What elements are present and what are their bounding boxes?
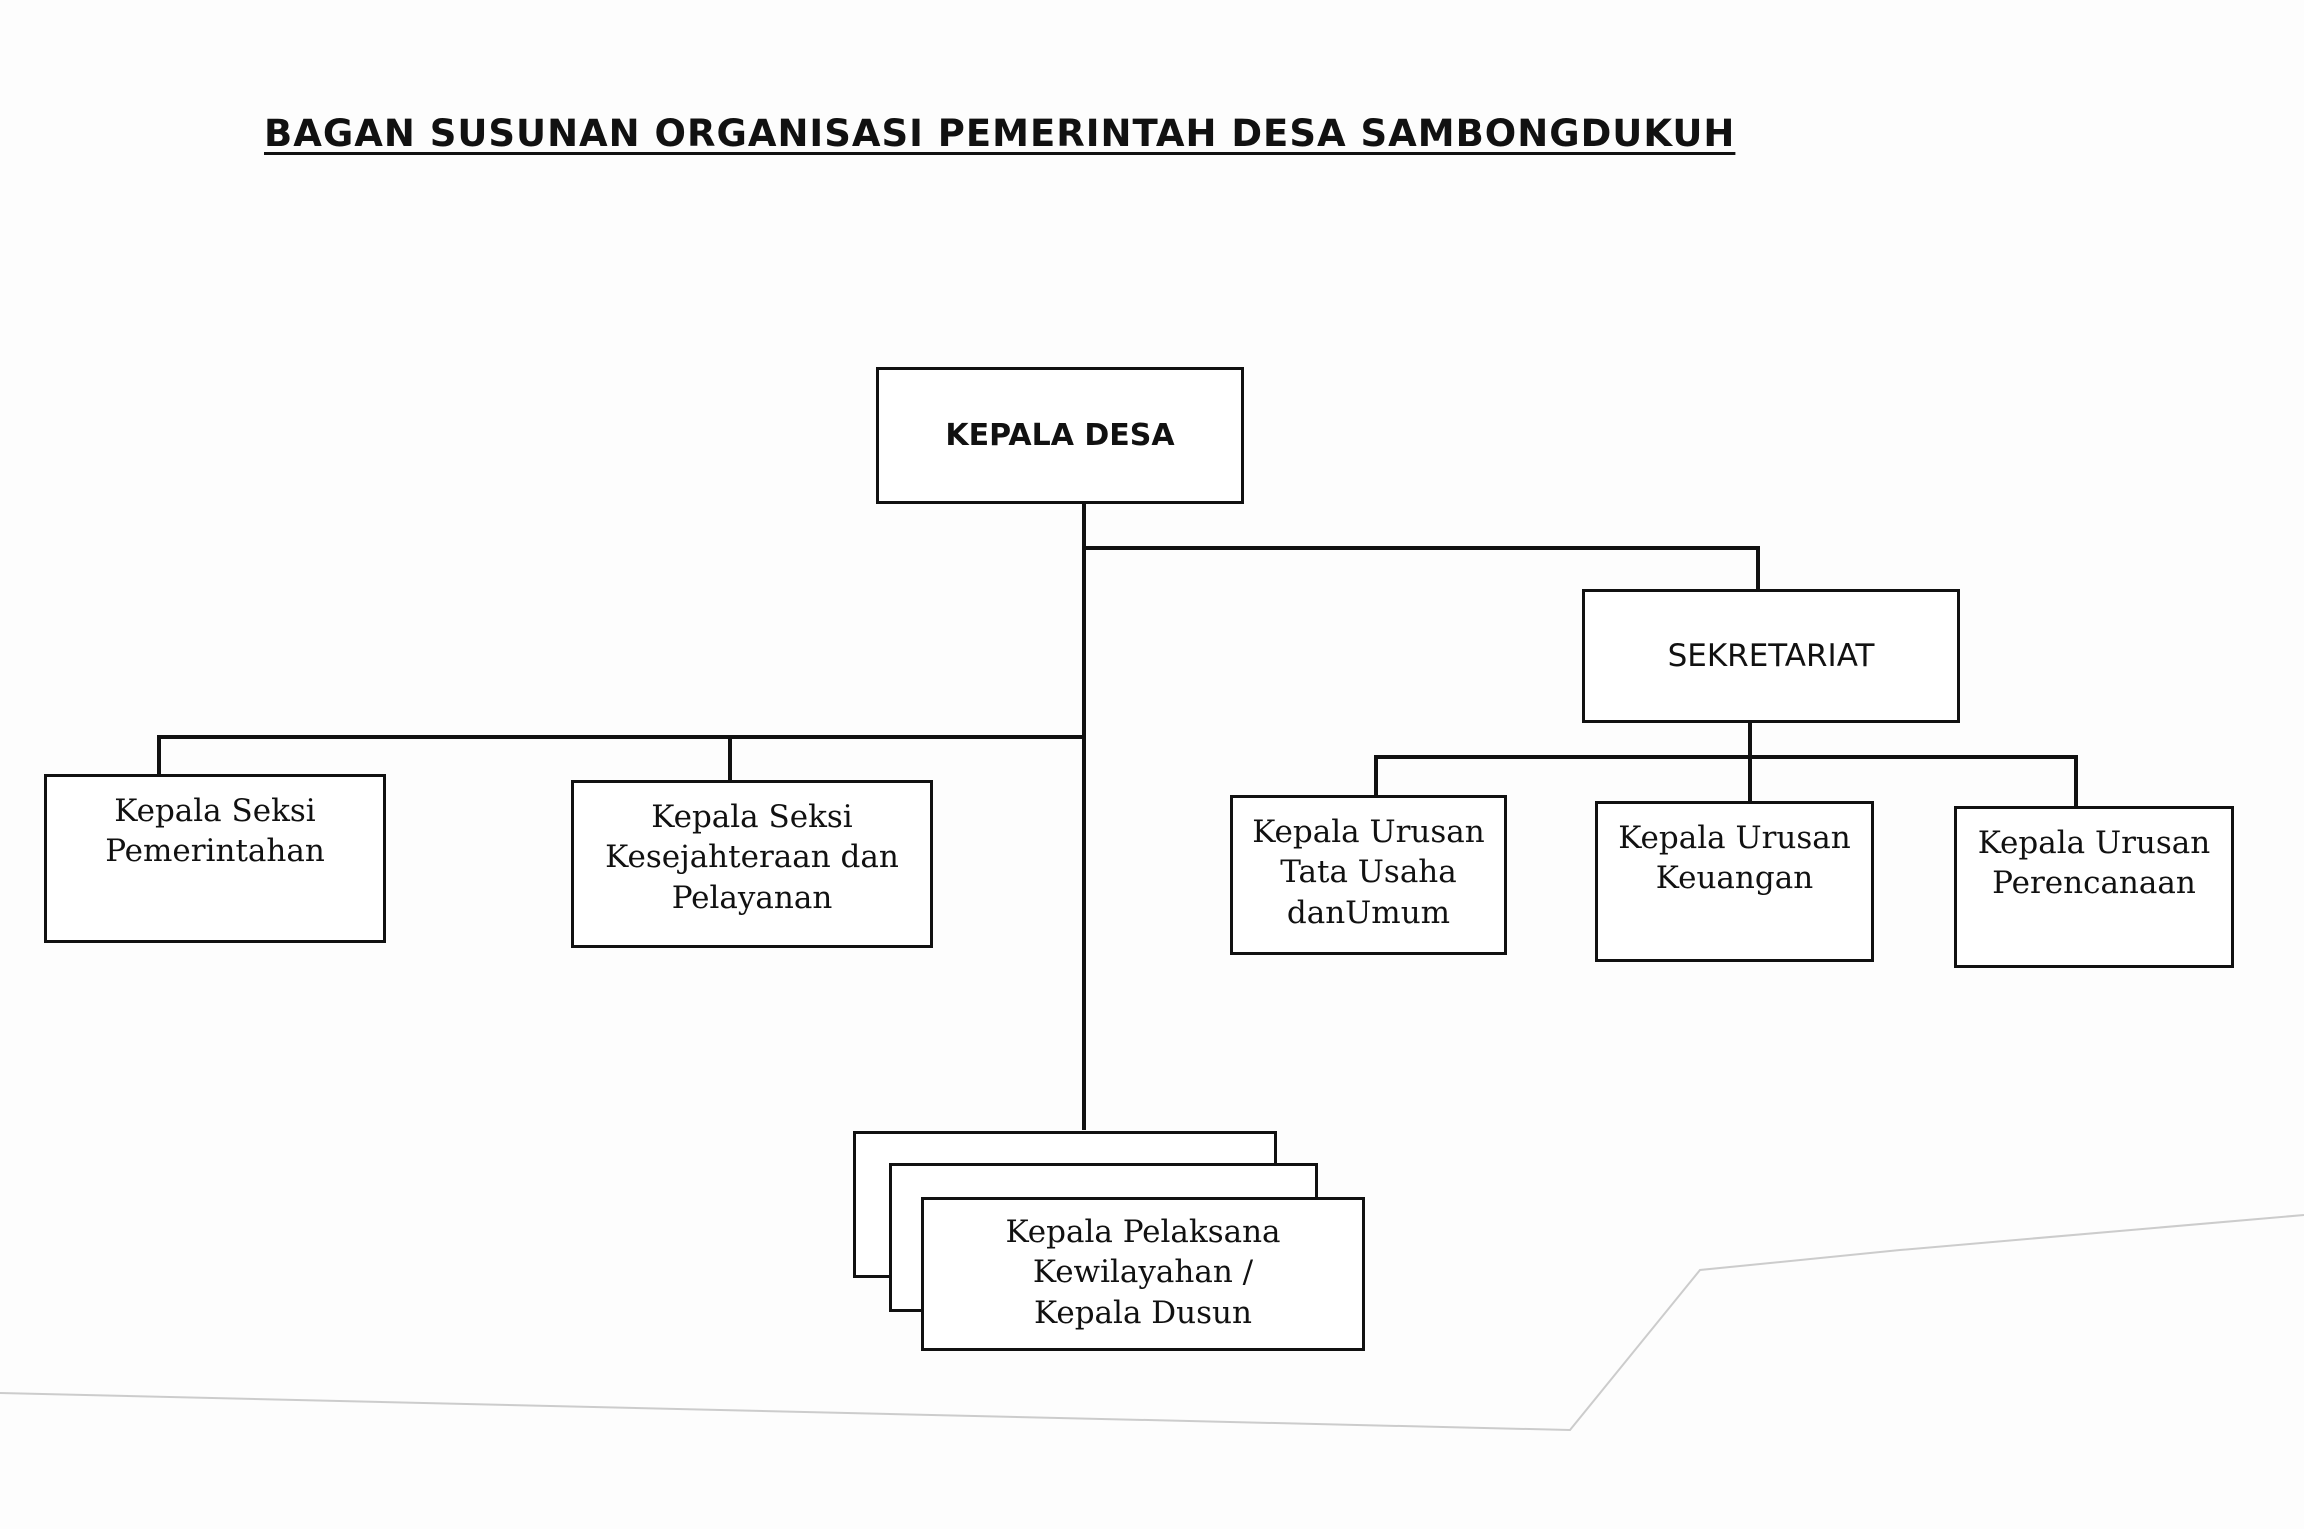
connector bbox=[157, 735, 161, 775]
connector bbox=[1748, 722, 1752, 758]
node-kaur-tata-usaha: Kepala Urusan Tata Usaha danUmum bbox=[1230, 795, 1507, 955]
node-kasi-pemerintahan: Kepala Seksi Pemerintahan bbox=[44, 774, 386, 943]
node-sekretariat: SEKRETARIAT bbox=[1582, 589, 1960, 723]
node-label: Kepala Pelaksana Kewilayahan / Kepala Du… bbox=[1005, 1214, 1281, 1331]
node-label: Kepala Urusan Perencanaan bbox=[1977, 825, 2211, 902]
chart-title: BAGAN SUSUNAN ORGANISASI PEMERINTAH DESA… bbox=[264, 112, 1736, 155]
node-label: KEPALA DESA bbox=[945, 418, 1175, 453]
node-kaur-keuangan: Kepala Urusan Keuangan bbox=[1595, 801, 1874, 962]
connector bbox=[2074, 757, 2078, 807]
connector bbox=[1374, 755, 2078, 759]
node-kepala-desa: KEPALA DESA bbox=[876, 367, 1244, 504]
connector bbox=[1756, 546, 1760, 590]
connector bbox=[1374, 755, 1378, 796]
node-label: Kepala Seksi Kesejahteraan dan Pelayanan bbox=[605, 799, 899, 916]
node-kepala-dusun: Kepala Pelaksana Kewilayahan / Kepala Du… bbox=[921, 1197, 1365, 1351]
connector bbox=[157, 735, 1086, 739]
node-label: Kepala Urusan Keuangan bbox=[1618, 820, 1851, 897]
node-label: Kepala Urusan Tata Usaha danUmum bbox=[1252, 814, 1485, 931]
node-label: Kepala Seksi Pemerintahan bbox=[105, 793, 325, 870]
connector bbox=[728, 737, 732, 781]
connector bbox=[1748, 757, 1752, 802]
connector bbox=[1082, 504, 1086, 1130]
node-label: SEKRETARIAT bbox=[1667, 637, 1875, 674]
connector bbox=[1084, 546, 1760, 550]
node-kasi-kesejahteraan: Kepala Seksi Kesejahteraan dan Pelayanan bbox=[571, 780, 933, 948]
node-kaur-perencanaan: Kepala Urusan Perencanaan bbox=[1954, 806, 2234, 968]
